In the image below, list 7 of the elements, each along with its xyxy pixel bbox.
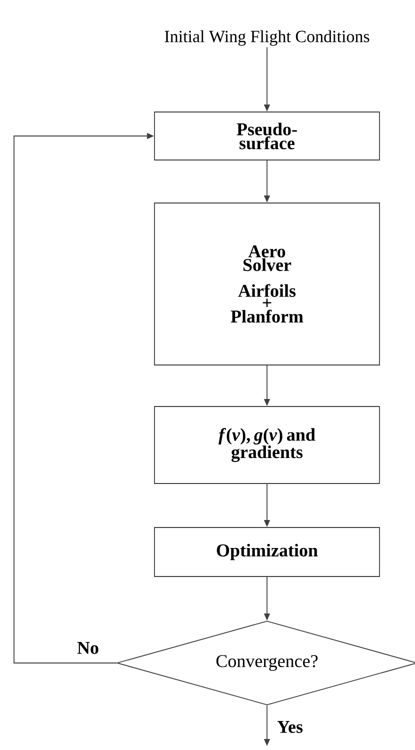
process-box: f(v), g(v) and gradients [154, 406, 380, 484]
edge-label: No [77, 642, 98, 654]
process-box: Optimization [154, 527, 380, 577]
input-text: Initial Wing Flight Conditions [164, 30, 370, 46]
edge-label: Yes [277, 721, 303, 733]
process-box: Aero Solver Airfoils + Planform [154, 202, 380, 366]
process-box: Pseudo-surface [154, 112, 380, 160]
